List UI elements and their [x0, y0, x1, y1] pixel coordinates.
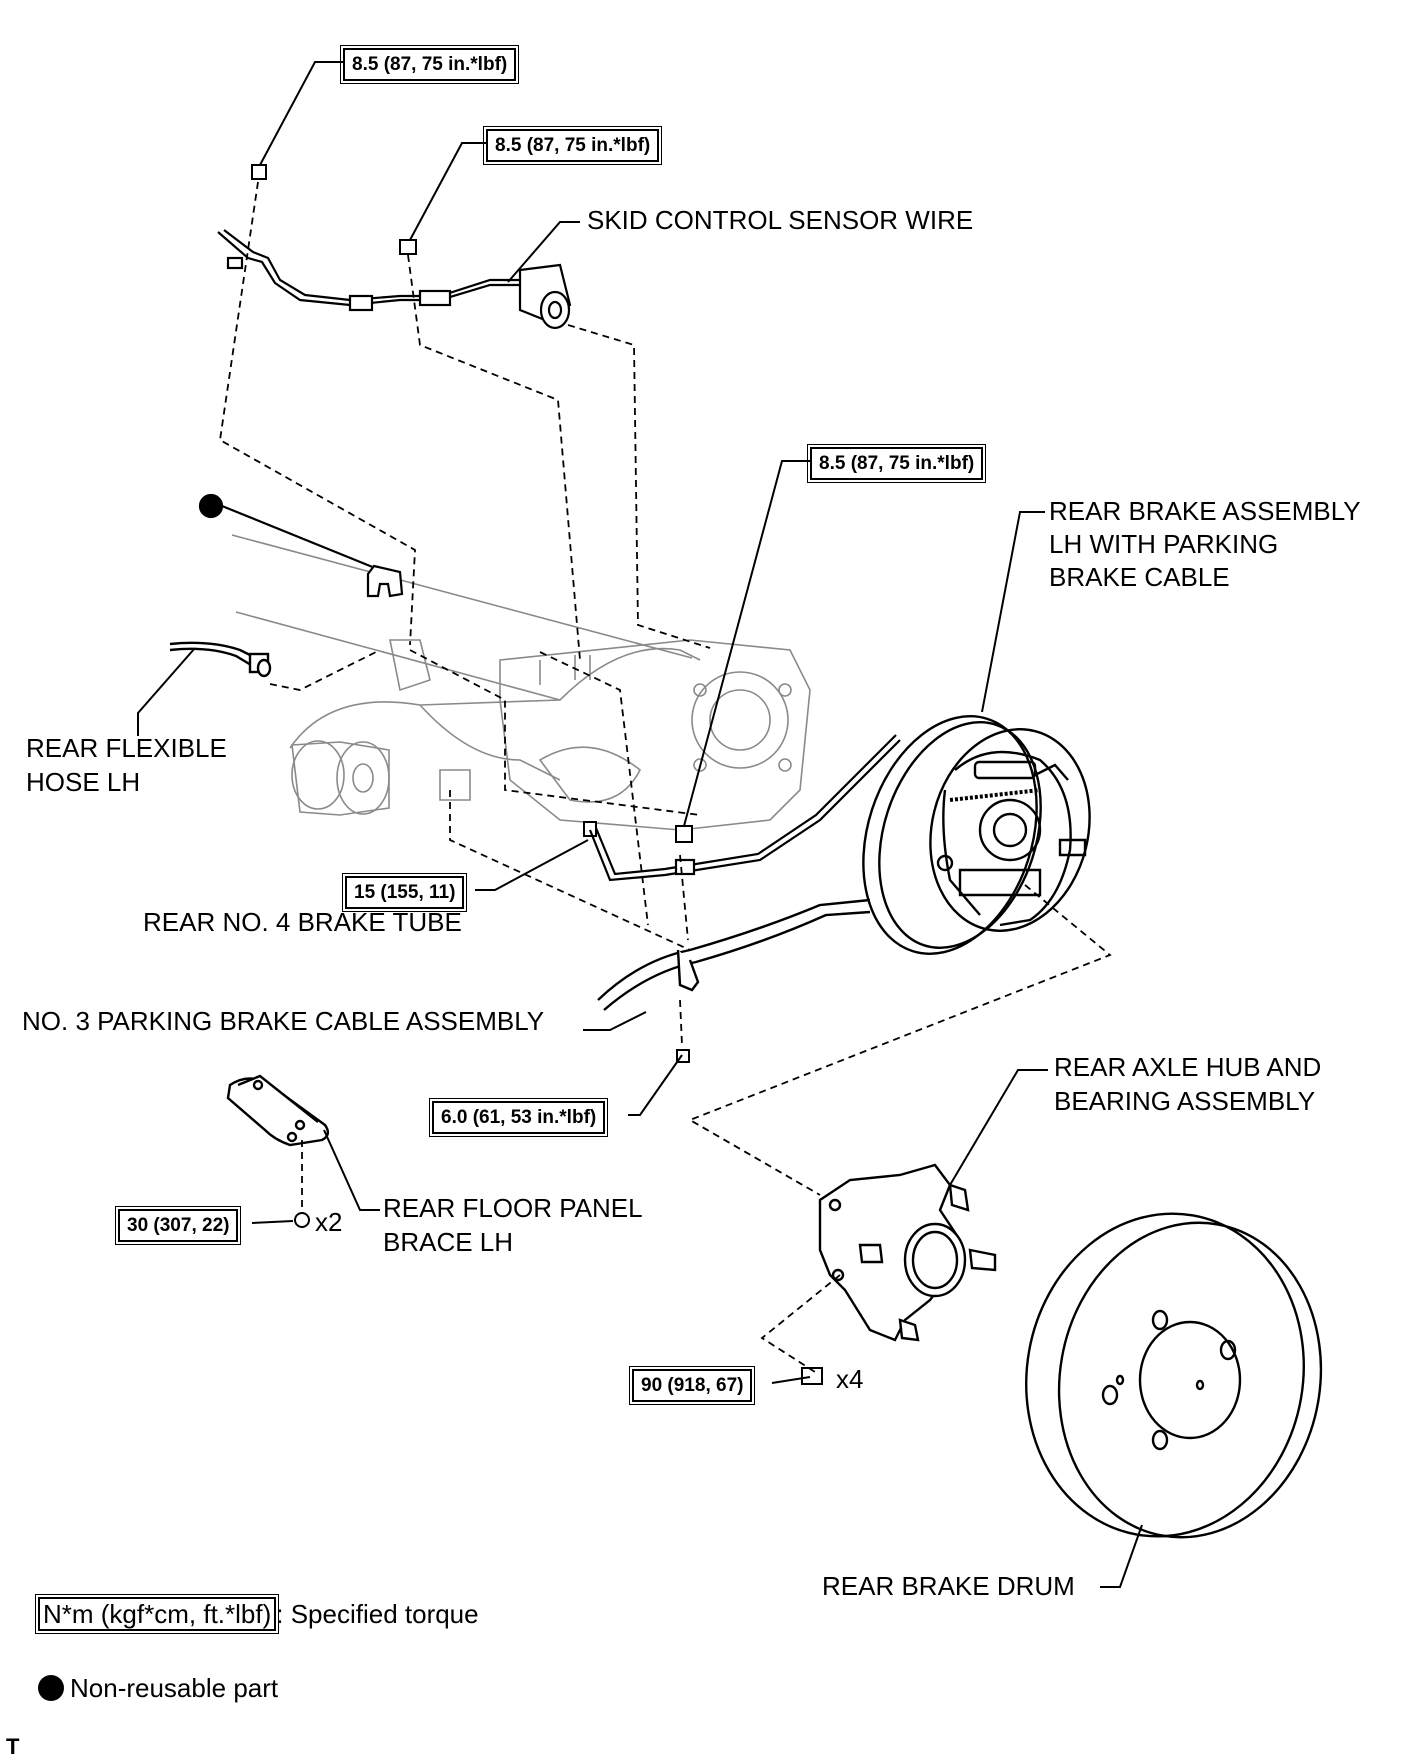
- legend-torque-unit: N*m (kgf*cm, ft.*lbf): [34, 1594, 280, 1634]
- label-rear-brake-tube: REAR NO. 4 BRAKE TUBE: [143, 907, 462, 937]
- legend-torque: N*m (kgf*cm, ft.*lbf): Specified torque: [34, 1594, 479, 1634]
- torque-sensor-bolt-upper: 8.5 (87, 75 in.*lbf): [339, 45, 520, 84]
- legend-torque-text: : Specified torque: [276, 1599, 479, 1629]
- label-rear-brake-assembly-line2: LH WITH PARKING: [1049, 529, 1279, 559]
- label-rear-brake-assembly-line1: REAR BRAKE ASSEMBLY: [1049, 496, 1361, 526]
- legend-nonreusable-text: Non-reusable part: [70, 1673, 279, 1703]
- rear-flexible-hose-part: [169, 641, 272, 678]
- skid-sensor-wire-part: [217, 229, 572, 330]
- quantity-hub-bolts: x4: [836, 1364, 864, 1394]
- nonreusable-clip: [198, 493, 404, 598]
- torque-hub-bolt: 90 (918, 67): [628, 1366, 756, 1405]
- parking-brake-cable-part: [597, 898, 871, 1011]
- rear-brake-drum-part: [1025, 1212, 1323, 1539]
- brake-tube-part: [588, 734, 901, 882]
- nonreusable-dot-icon: [38, 1675, 64, 1701]
- quantity-brace-bolts: x2: [315, 1207, 343, 1237]
- rear-axle-hub-part: [818, 1163, 997, 1342]
- torque-sensor-bolt-lower: 8.5 (87, 75 in.*lbf): [806, 444, 987, 483]
- label-skid-control-sensor-wire: SKID CONTROL SENSOR WIRE: [587, 205, 974, 235]
- label-rear-axle-hub-line1: REAR AXLE HUB AND: [1054, 1052, 1322, 1082]
- label-rear-axle-hub-line2: BEARING ASSEMBLY: [1054, 1086, 1316, 1116]
- label-parking-brake-cable: NO. 3 PARKING BRAKE CABLE ASSEMBLY: [22, 1006, 545, 1036]
- legend-nonreusable: Non-reusable part: [38, 1672, 278, 1705]
- label-floor-panel-brace-line2: BRACE LH: [383, 1227, 514, 1257]
- leader-lines: [137, 61, 1143, 1588]
- assembly-dashed-lines: [219, 181, 1112, 1373]
- label-floor-panel-brace-line1: REAR FLOOR PANEL: [383, 1193, 643, 1223]
- label-rear-brake-assembly-line3: BRAKE CABLE: [1049, 562, 1230, 592]
- label-rear-brake-drum: REAR BRAKE DRUM: [822, 1571, 1075, 1601]
- torque-parking-cable-bolt: 6.0 (61, 53 in.*lbf): [428, 1098, 609, 1137]
- rear-axle-beam: [231, 534, 811, 831]
- label-rear-flexible-hose-line2: HOSE LH: [26, 767, 141, 797]
- label-rear-flexible-hose-line1: REAR FLEXIBLE: [26, 733, 227, 763]
- floor-panel-brace-part: [226, 1074, 330, 1147]
- torque-sensor-bolt-mid: 8.5 (87, 75 in.*lbf): [482, 126, 663, 165]
- fasteners: [251, 164, 823, 1385]
- corner-code: T: [6, 1734, 20, 1759]
- torque-brake-tube: 15 (155, 11): [341, 873, 468, 912]
- rear-brake-assembly-part: [862, 715, 1091, 955]
- torque-floor-brace-bolt: 30 (307, 22): [114, 1206, 242, 1245]
